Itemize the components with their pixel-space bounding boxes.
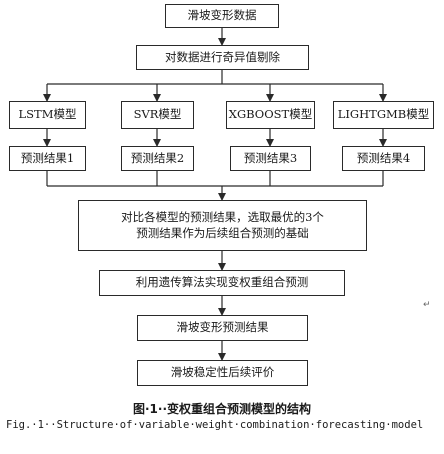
node-result-1: 预测结果1 xyxy=(9,146,86,171)
figure-caption-cn: 图·1··变权重组合预测模型的结构 xyxy=(132,402,312,416)
node-model-xgboost: XGBOOST模型 xyxy=(226,101,315,129)
node-result-3: 预测结果3 xyxy=(230,146,311,171)
node-landslide-data: 滑坡变形数据 xyxy=(165,4,279,28)
node-stability-evaluation: 滑坡稳定性后续评价 xyxy=(137,360,308,386)
node-compare-select: 对比各模型的预测结果，选取最优的3个 预测结果作为后续组合预测的基础 xyxy=(78,200,367,251)
paragraph-mark: ↵ xyxy=(423,300,431,310)
node-result-2: 预测结果2 xyxy=(121,146,194,171)
node-genetic-weighting: 利用遗传算法实现变权重组合预测 xyxy=(99,270,345,296)
node-model-svr: SVR模型 xyxy=(121,101,194,129)
figure-caption-en: Fig.·1··Structure·of·variable·weight·com… xyxy=(6,419,424,431)
node-result-4: 预测结果4 xyxy=(342,146,425,171)
node-outlier-removal: 对数据进行奇异值剔除 xyxy=(136,45,309,70)
node-model-lightgmb: LIGHTGMB模型 xyxy=(333,101,434,129)
node-model-lstm: LSTM模型 xyxy=(9,101,86,129)
node-prediction-result: 滑坡变形预测结果 xyxy=(137,315,308,341)
